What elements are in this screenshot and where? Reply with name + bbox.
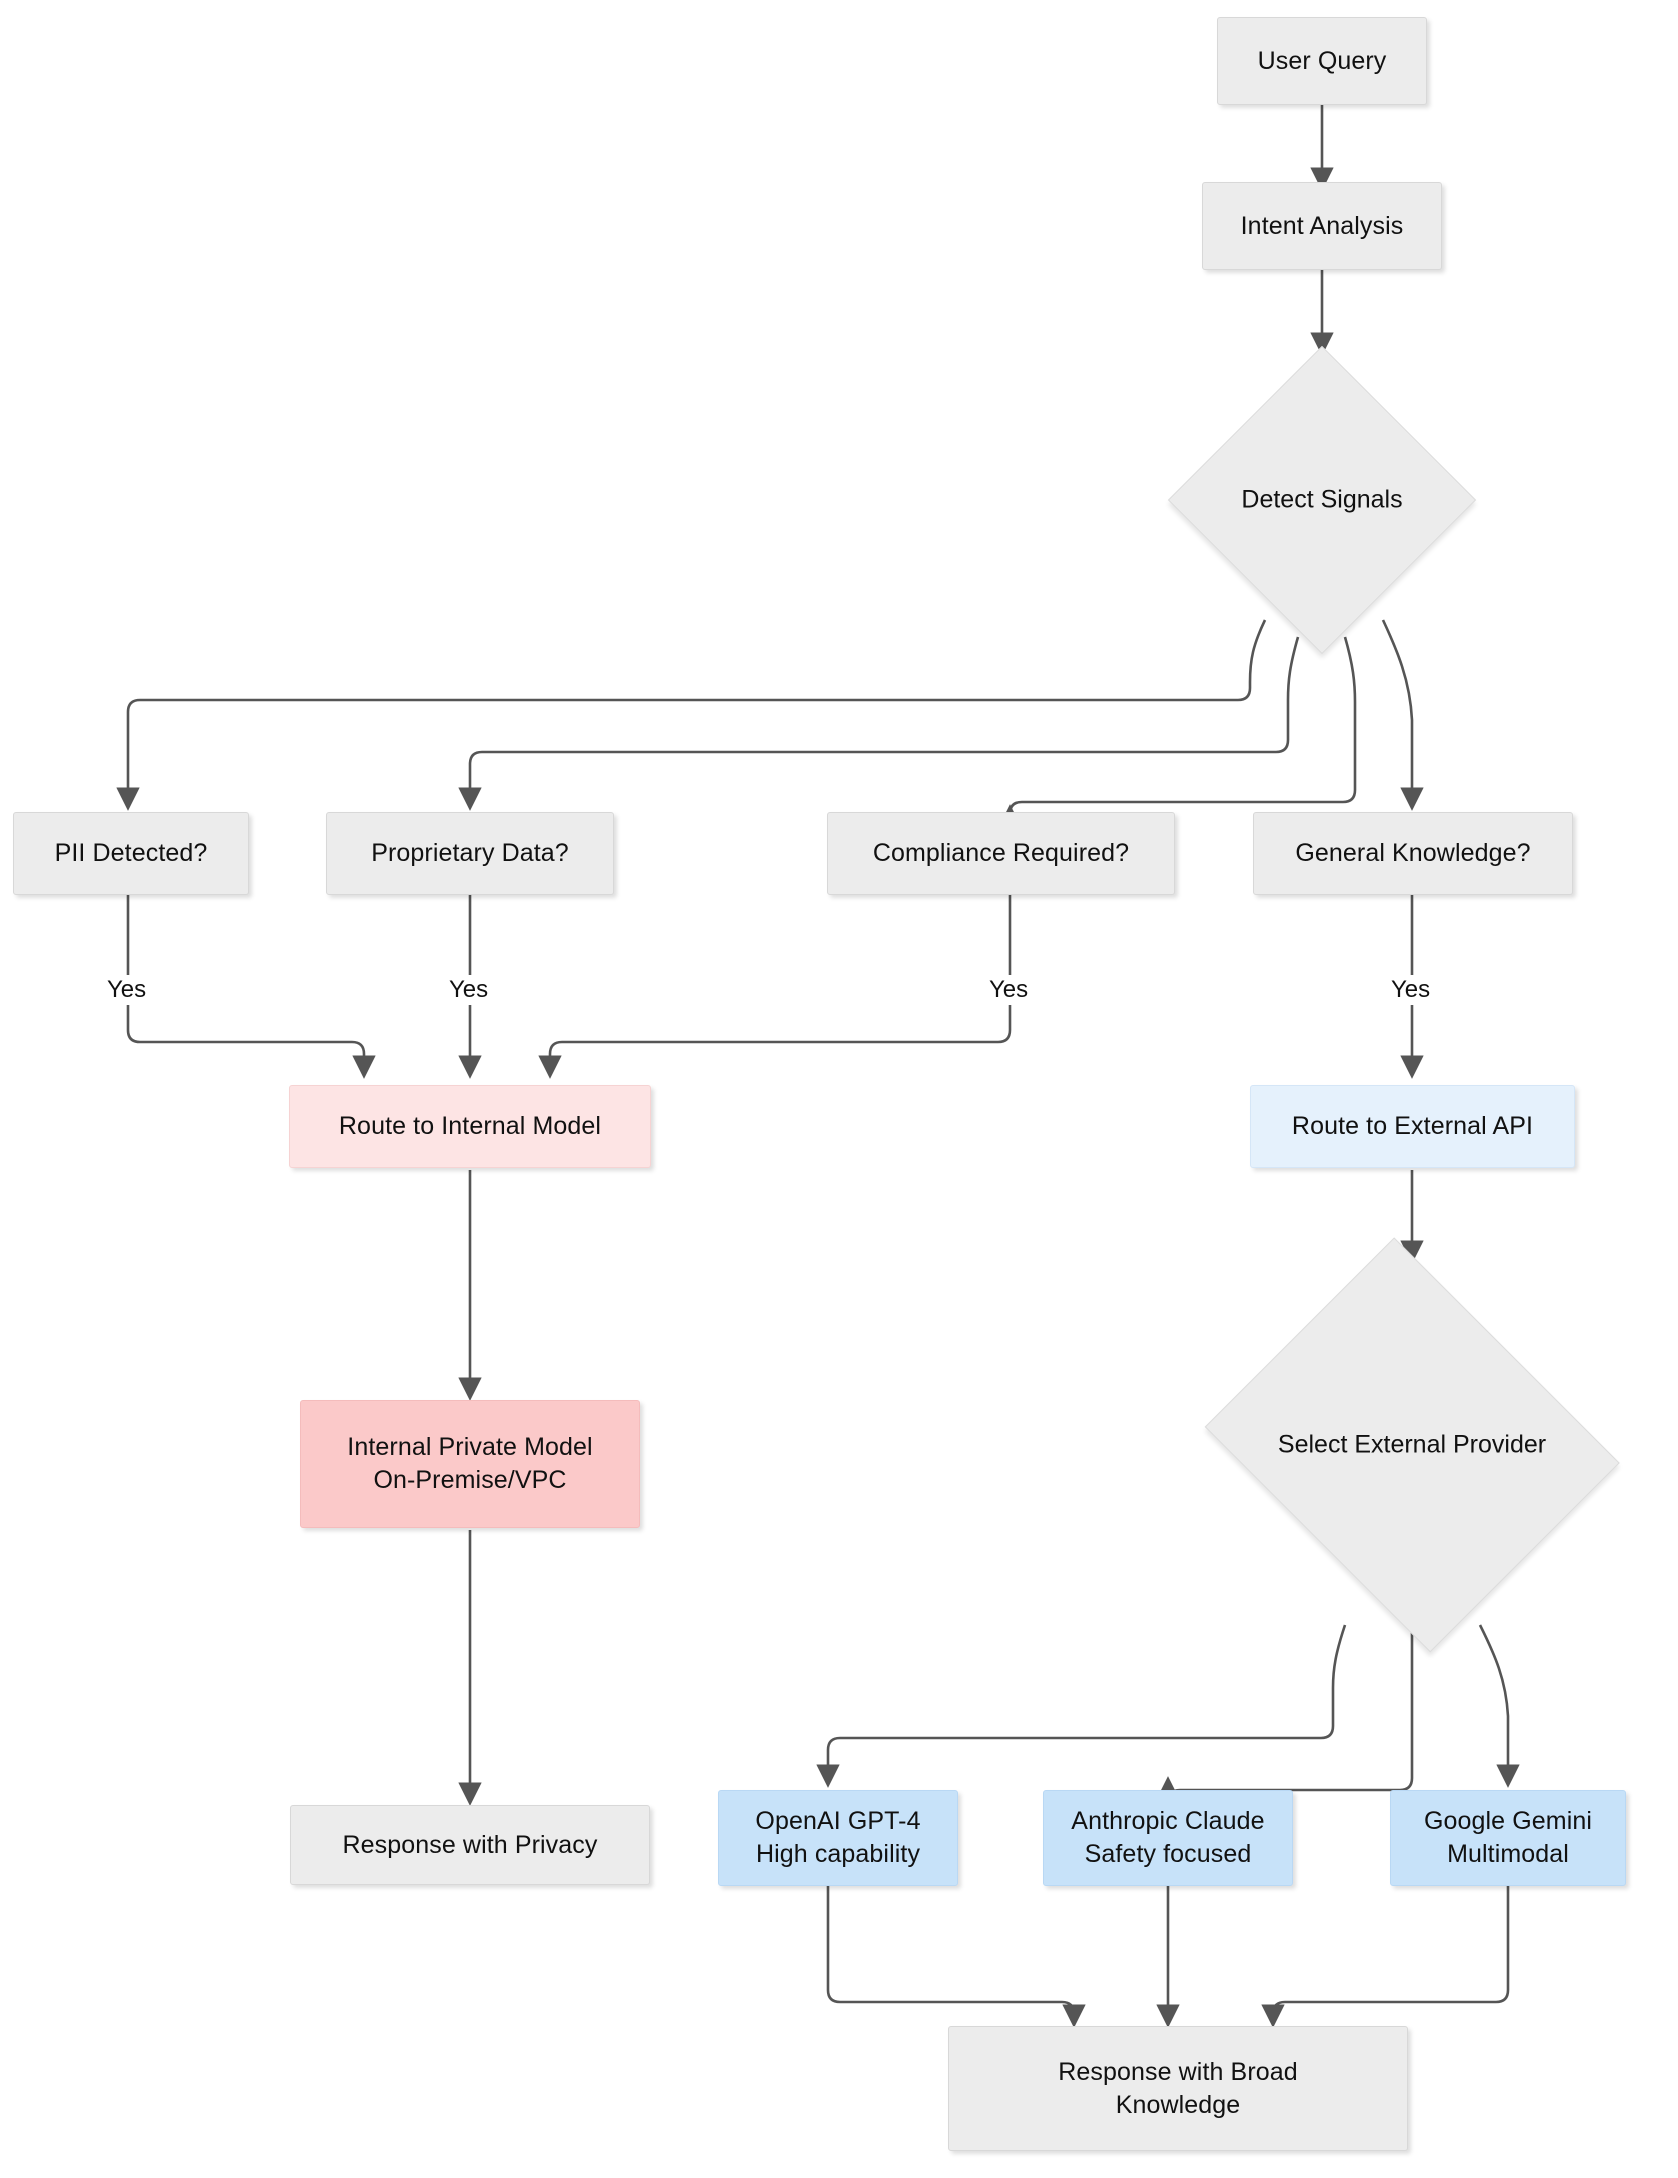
node-response-with-broad-knowledge-label: Response with Broad Knowledge: [949, 2056, 1407, 2122]
edge-select-google: [1478, 1624, 1520, 1788]
node-google-gemini[interactable]: Google Gemini Multimodal: [1390, 1790, 1626, 1886]
node-internal-private-model-label: Internal Private Model On-Premise/VPC: [301, 1431, 639, 1497]
node-detect-signals[interactable]: Detect Signals: [1167, 345, 1477, 655]
node-route-to-internal-model-label: Route to Internal Model: [338, 1112, 602, 1140]
node-response-with-privacy-label: Response with Privacy: [342, 1830, 598, 1859]
edge-label-general-yes: Yes: [1386, 975, 1436, 1005]
node-route-to-external-api-label: Route to External API: [1291, 1112, 1534, 1140]
node-user-query[interactable]: User Query: [1217, 17, 1427, 105]
node-select-external-provider-label: Select External Provider: [1277, 1430, 1547, 1459]
node-select-external-provider[interactable]: Select External Provider: [1192, 1237, 1632, 1653]
response-broad-line2: Knowledge: [1115, 2090, 1241, 2119]
edge-openai-response: [826, 1884, 1086, 2028]
node-pii-detected[interactable]: PII Detected?: [13, 812, 249, 895]
edge-select-openai: [816, 1624, 1347, 1788]
anthropic-line1: Anthropic Claude: [1071, 1807, 1265, 1835]
node-anthropic-claude[interactable]: Anthropic Claude Safety focused: [1043, 1790, 1293, 1886]
node-intent-analysis[interactable]: Intent Analysis: [1202, 182, 1442, 270]
edge-detect-pii: [116, 619, 1267, 811]
edge-compliance-route-internal: [538, 895, 1012, 1079]
google-line2: Multimodal: [1447, 1840, 1569, 1868]
edge-select-anthropic: [1156, 1630, 1414, 1803]
anthropic-line2: Safety focused: [1084, 1840, 1252, 1868]
openai-line2: High capability: [755, 1840, 921, 1868]
google-line1: Google Gemini: [1423, 1807, 1593, 1835]
node-openai-gpt4[interactable]: OpenAI GPT-4 High capability: [718, 1790, 958, 1886]
node-route-to-external-api[interactable]: Route to External API: [1250, 1085, 1575, 1168]
edge-detect-compliance: [998, 636, 1357, 828]
node-proprietary-data-label: Proprietary Data?: [371, 839, 569, 867]
node-intent-analysis-label: Intent Analysis: [1240, 211, 1404, 240]
edge-detect-proprietary: [458, 636, 1300, 811]
node-openai-gpt4-label: OpenAI GPT-4 High capability: [719, 1805, 957, 1871]
edge-label-pii-yes: Yes: [102, 975, 152, 1005]
node-general-knowledge[interactable]: General Knowledge?: [1253, 812, 1573, 895]
node-general-knowledge-label: General Knowledge?: [1295, 839, 1531, 867]
node-route-to-internal-model[interactable]: Route to Internal Model: [289, 1085, 651, 1168]
node-proprietary-data[interactable]: Proprietary Data?: [326, 812, 614, 895]
node-google-gemini-label: Google Gemini Multimodal: [1391, 1805, 1625, 1871]
node-response-with-privacy[interactable]: Response with Privacy: [290, 1805, 650, 1885]
node-pii-detected-label: PII Detected?: [54, 839, 208, 867]
node-compliance-required[interactable]: Compliance Required?: [827, 812, 1175, 895]
edge-pii-route-internal: [126, 895, 376, 1079]
node-anthropic-claude-label: Anthropic Claude Safety focused: [1044, 1805, 1292, 1871]
node-user-query-label: User Query: [1257, 46, 1387, 75]
internal-private-model-line1: Internal Private Model: [347, 1433, 593, 1461]
node-compliance-required-label: Compliance Required?: [872, 839, 1130, 867]
edge-google-response: [1261, 1884, 1510, 2028]
node-response-with-broad-knowledge[interactable]: Response with Broad Knowledge: [948, 2026, 1408, 2151]
edge-label-proprietary-yes: Yes: [444, 975, 494, 1005]
edge-label-compliance-yes: Yes: [984, 975, 1034, 1005]
node-detect-signals-label: Detect Signals: [1241, 485, 1403, 514]
response-broad-line1: Response with Broad: [1058, 2057, 1298, 2086]
internal-private-model-line2: On-Premise/VPC: [373, 1466, 567, 1494]
node-internal-private-model[interactable]: Internal Private Model On-Premise/VPC: [300, 1400, 640, 1528]
openai-line1: OpenAI GPT-4: [755, 1807, 921, 1835]
